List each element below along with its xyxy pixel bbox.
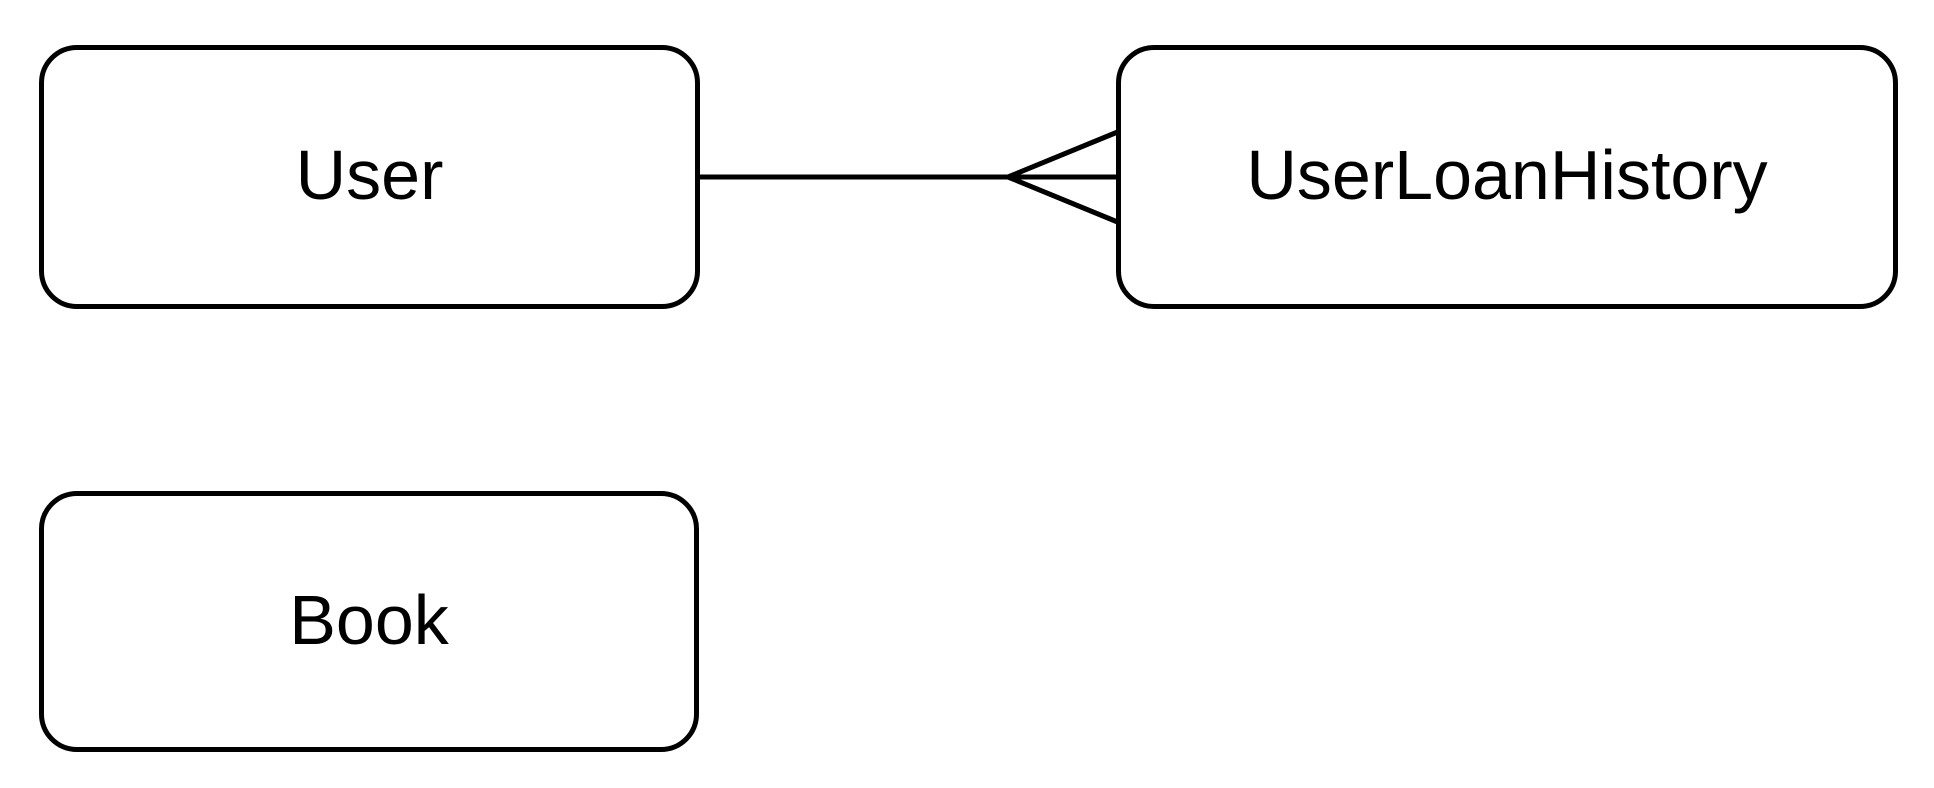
crow-foot-bottom-prong bbox=[1007, 174, 1121, 226]
entity-user-label: User bbox=[295, 136, 444, 214]
crow-foot-top-prong bbox=[1007, 128, 1121, 180]
entity-user-loan-history: UserLoanHistory bbox=[1116, 45, 1898, 309]
entity-user: User bbox=[39, 45, 700, 309]
entity-book-label: Book bbox=[289, 580, 449, 659]
entity-user-loan-history-label: UserLoanHistory bbox=[1246, 136, 1768, 214]
entity-book: Book bbox=[39, 491, 699, 752]
